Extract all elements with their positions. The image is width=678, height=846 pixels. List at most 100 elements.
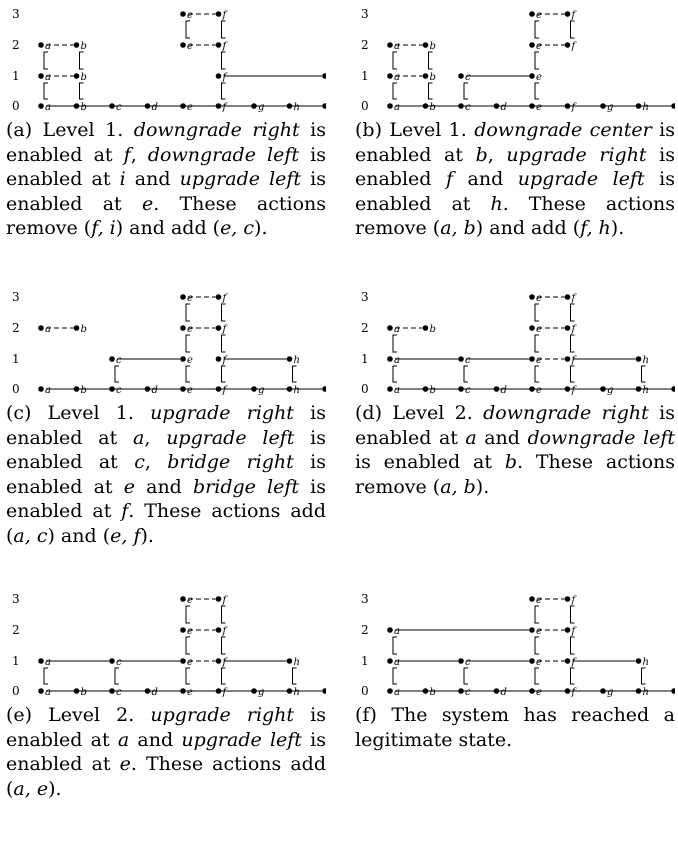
node-dot: [286, 103, 293, 109]
node-label: f: [571, 626, 578, 637]
node-e-level-3: e: [529, 595, 542, 606]
vertical-edge: [221, 605, 226, 624]
vertical-edge: [570, 605, 575, 624]
caption-segment: (c) Level 1.: [6, 402, 151, 424]
node-label: a: [394, 102, 400, 113]
caption-segment: e: [141, 192, 154, 215]
node-h-level-0: h: [286, 687, 300, 698]
node-dot: [109, 386, 115, 392]
node-label: h: [294, 102, 300, 113]
node-dot: [322, 386, 326, 392]
node-label: a: [45, 102, 51, 113]
node-label: f: [571, 657, 578, 668]
panel-d: 0123abcdefghiacefhabefef (d) Level 2. do…: [355, 283, 675, 499]
level-label-0: 0: [12, 382, 20, 396]
vertical-edge: [534, 20, 539, 39]
vertical-edge: [114, 667, 119, 685]
node-e-level-3: e: [180, 293, 193, 304]
vertical-edge: [570, 667, 575, 685]
node-label: h: [643, 385, 649, 396]
node-a-level-1: a: [387, 72, 400, 83]
node-dot: [38, 73, 44, 79]
node-dot: [322, 103, 326, 109]
vertical-edge: [428, 82, 433, 100]
node-label: h: [643, 102, 649, 113]
node-dot: [180, 42, 186, 48]
node-label: e: [187, 41, 193, 52]
node-label: a: [45, 385, 51, 396]
node-dot: [564, 11, 571, 17]
node-label: g: [258, 385, 264, 396]
node-dot: [600, 688, 606, 694]
caption-segment: ,: [144, 426, 167, 449]
level-label-1: 1: [361, 69, 369, 83]
node-dot: [180, 627, 186, 633]
node-label: f: [222, 355, 229, 366]
node-label: g: [258, 687, 264, 698]
node-h-level-0: h: [286, 385, 300, 396]
caption-segment: a: [465, 426, 477, 449]
node-dot: [215, 596, 222, 602]
node-label: b: [81, 102, 87, 113]
node-label: b: [430, 687, 436, 698]
node-dot: [600, 103, 606, 109]
vertical-edge: [79, 51, 84, 70]
node-label: f: [571, 385, 578, 396]
node-e-level-2: e: [180, 324, 193, 335]
caption-segment: f: [445, 168, 454, 190]
node-dot: [493, 688, 500, 694]
level-label-1: 1: [12, 69, 20, 83]
node-dot: [529, 386, 535, 392]
node-label: c: [465, 102, 471, 113]
node-c-level-1: c: [109, 657, 122, 668]
caption-segment: i: [119, 168, 126, 190]
node-label: e: [536, 324, 542, 335]
node-h-level-1: h: [635, 355, 649, 366]
caption-segment: (b) Level 1.: [355, 119, 475, 141]
vertical-edge: [221, 334, 226, 353]
node-i-level-0: i: [322, 103, 326, 109]
vertical-edge: [185, 334, 190, 353]
vertical-edge: [221, 51, 226, 70]
vertical-edge: [534, 667, 539, 685]
node-label: d: [501, 102, 507, 113]
caption-segment: (f) The system has reached a legitimate …: [355, 704, 675, 751]
node-h-level-1: h: [286, 355, 300, 366]
caption-segment: is enabled at: [355, 402, 675, 449]
caption-segment: e, c: [220, 217, 255, 239]
level-label-3: 3: [12, 7, 20, 21]
caption-segment: downgrade left: [527, 426, 676, 449]
node-label: b: [430, 385, 436, 396]
node-dot: [564, 103, 571, 109]
node-dot: [387, 356, 393, 362]
node-label: c: [116, 355, 122, 366]
panel-a: 0123abcdefghiabfiabefef (a) Level 1. dow…: [6, 0, 326, 241]
caption-segment: . These actions remove (: [6, 192, 326, 240]
node-a-level-2: a: [387, 324, 400, 335]
vertical-edge: [392, 334, 397, 353]
node-label: d: [152, 102, 158, 113]
caption-segment: bridge left: [193, 475, 300, 498]
caption-segment: downgrade right: [133, 119, 300, 141]
node-dot: [635, 356, 642, 362]
node-e-level-3: e: [529, 293, 542, 304]
node-dot: [38, 386, 44, 392]
node-f-level-3: f: [564, 10, 578, 21]
node-dot: [458, 386, 464, 392]
node-f-level-2: f: [215, 626, 229, 637]
node-label: a: [394, 324, 400, 335]
node-label: c: [465, 687, 471, 698]
node-dot: [215, 688, 222, 694]
vertical-edge: [392, 51, 397, 70]
node-b-level-0: b: [73, 385, 87, 396]
node-label: e: [536, 10, 542, 21]
vertical-edge: [534, 51, 539, 70]
node-label: e: [536, 657, 542, 668]
caption-segment: upgrade right: [150, 704, 295, 726]
node-dot: [286, 688, 293, 694]
node-label: a: [394, 687, 400, 698]
node-label: h: [643, 687, 649, 698]
level-label-3: 3: [361, 7, 369, 21]
node-dot: [251, 103, 257, 109]
caption-d: (d) Level 2. downgrade right is enabled …: [355, 401, 675, 499]
